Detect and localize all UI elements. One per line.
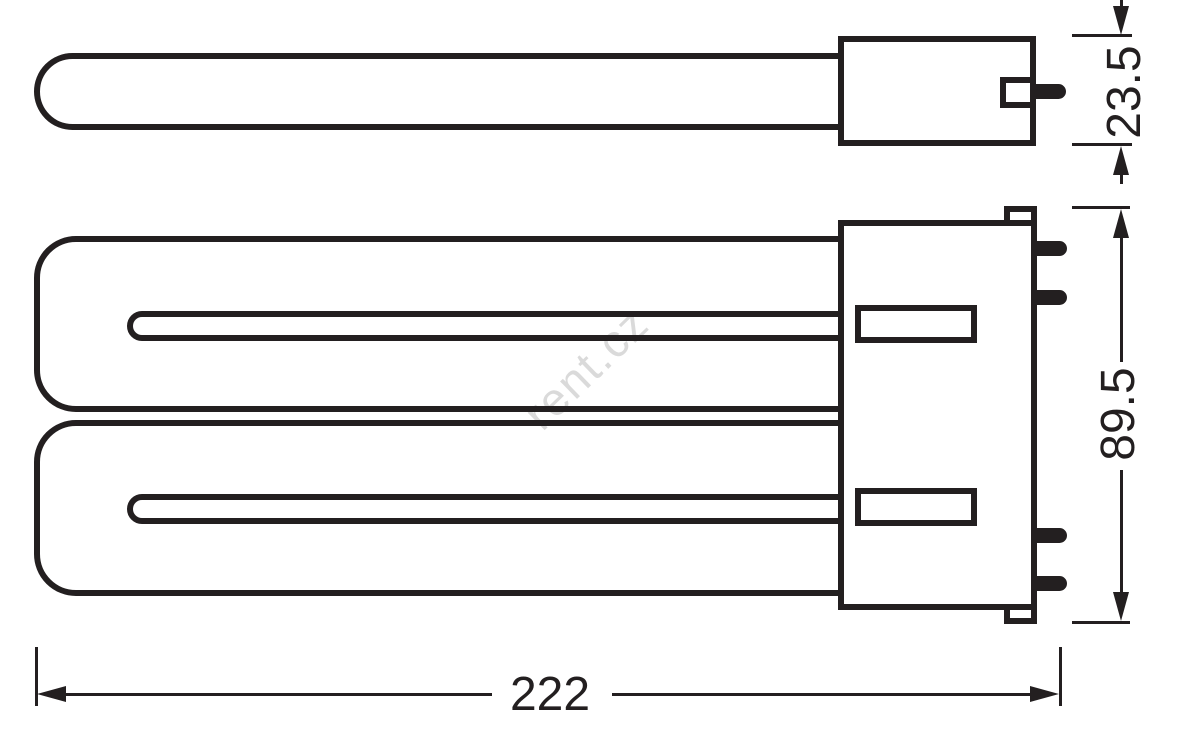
dimension-line (1120, 232, 1123, 362)
dimension-value-base-height: 23.5 (1098, 45, 1151, 139)
extension-tick (1072, 34, 1132, 37)
front-view-tube-upper-fold-slot (127, 311, 844, 341)
dimension-line (1120, 0, 1123, 10)
dimension-value-lamp-height: 89.5 (1092, 367, 1145, 461)
dimension-line (612, 693, 1032, 696)
side-view-tube (34, 53, 844, 130)
front-view-pin-2 (1034, 290, 1067, 305)
extension-line (35, 647, 38, 706)
extension-tick (1072, 206, 1130, 209)
extension-line (1059, 647, 1062, 706)
front-view-base (838, 220, 1037, 610)
arrowhead-up-icon (1113, 209, 1129, 238)
arrowhead-down-icon (1113, 592, 1129, 621)
front-view-pin-1 (1034, 241, 1067, 256)
front-view-base-window-lower (855, 488, 977, 526)
extension-tick (1072, 621, 1130, 624)
side-view-pin (1036, 84, 1066, 99)
front-view-base-tab-bottom (1004, 604, 1037, 624)
dimension-line (1120, 470, 1123, 594)
front-view-base-tab-top (1004, 206, 1037, 226)
dimension-value-overall-length: 222 (509, 668, 591, 721)
front-view-base-window-upper (855, 305, 977, 343)
front-view-pin-4 (1034, 576, 1067, 591)
arrowhead-right-icon (1030, 686, 1059, 702)
dimension-line (62, 693, 492, 696)
front-view-pin-3 (1034, 528, 1067, 543)
extension-tick (1072, 143, 1132, 146)
arrowhead-up-icon (1113, 146, 1129, 175)
arrowhead-left-icon (37, 686, 66, 702)
arrowhead-down-icon (1113, 6, 1129, 35)
side-view-socket-notch (1000, 77, 1036, 108)
front-view-tube-lower-fold-slot (127, 494, 844, 524)
dimension-line (1120, 172, 1123, 184)
